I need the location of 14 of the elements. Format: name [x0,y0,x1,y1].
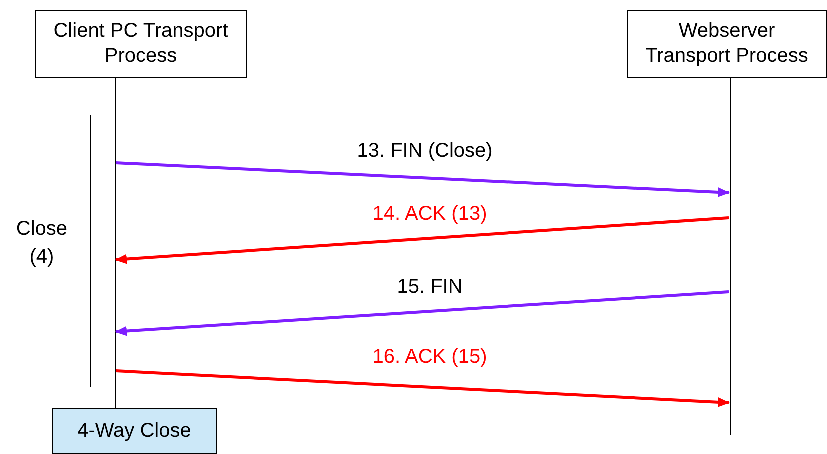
edge-label: 15. FIN [397,276,463,299]
edge-label: 14. ACK (13) [372,203,488,226]
phase-label: Close (4) [15,217,69,270]
process-box: 4-Way Close [52,408,217,454]
edge-label: 13. FIN (Close) [357,140,493,163]
process-box: Webserver Transport Process [627,10,827,78]
arrow [115,216,730,264]
arrow [115,290,730,336]
edge-label: 16. ACK (15) [372,346,488,369]
process-box: Client PC Transport Process [35,10,247,78]
lifeline [115,78,116,408]
arrow [116,370,730,408]
lifeline [730,78,731,435]
arrow [116,162,730,198]
